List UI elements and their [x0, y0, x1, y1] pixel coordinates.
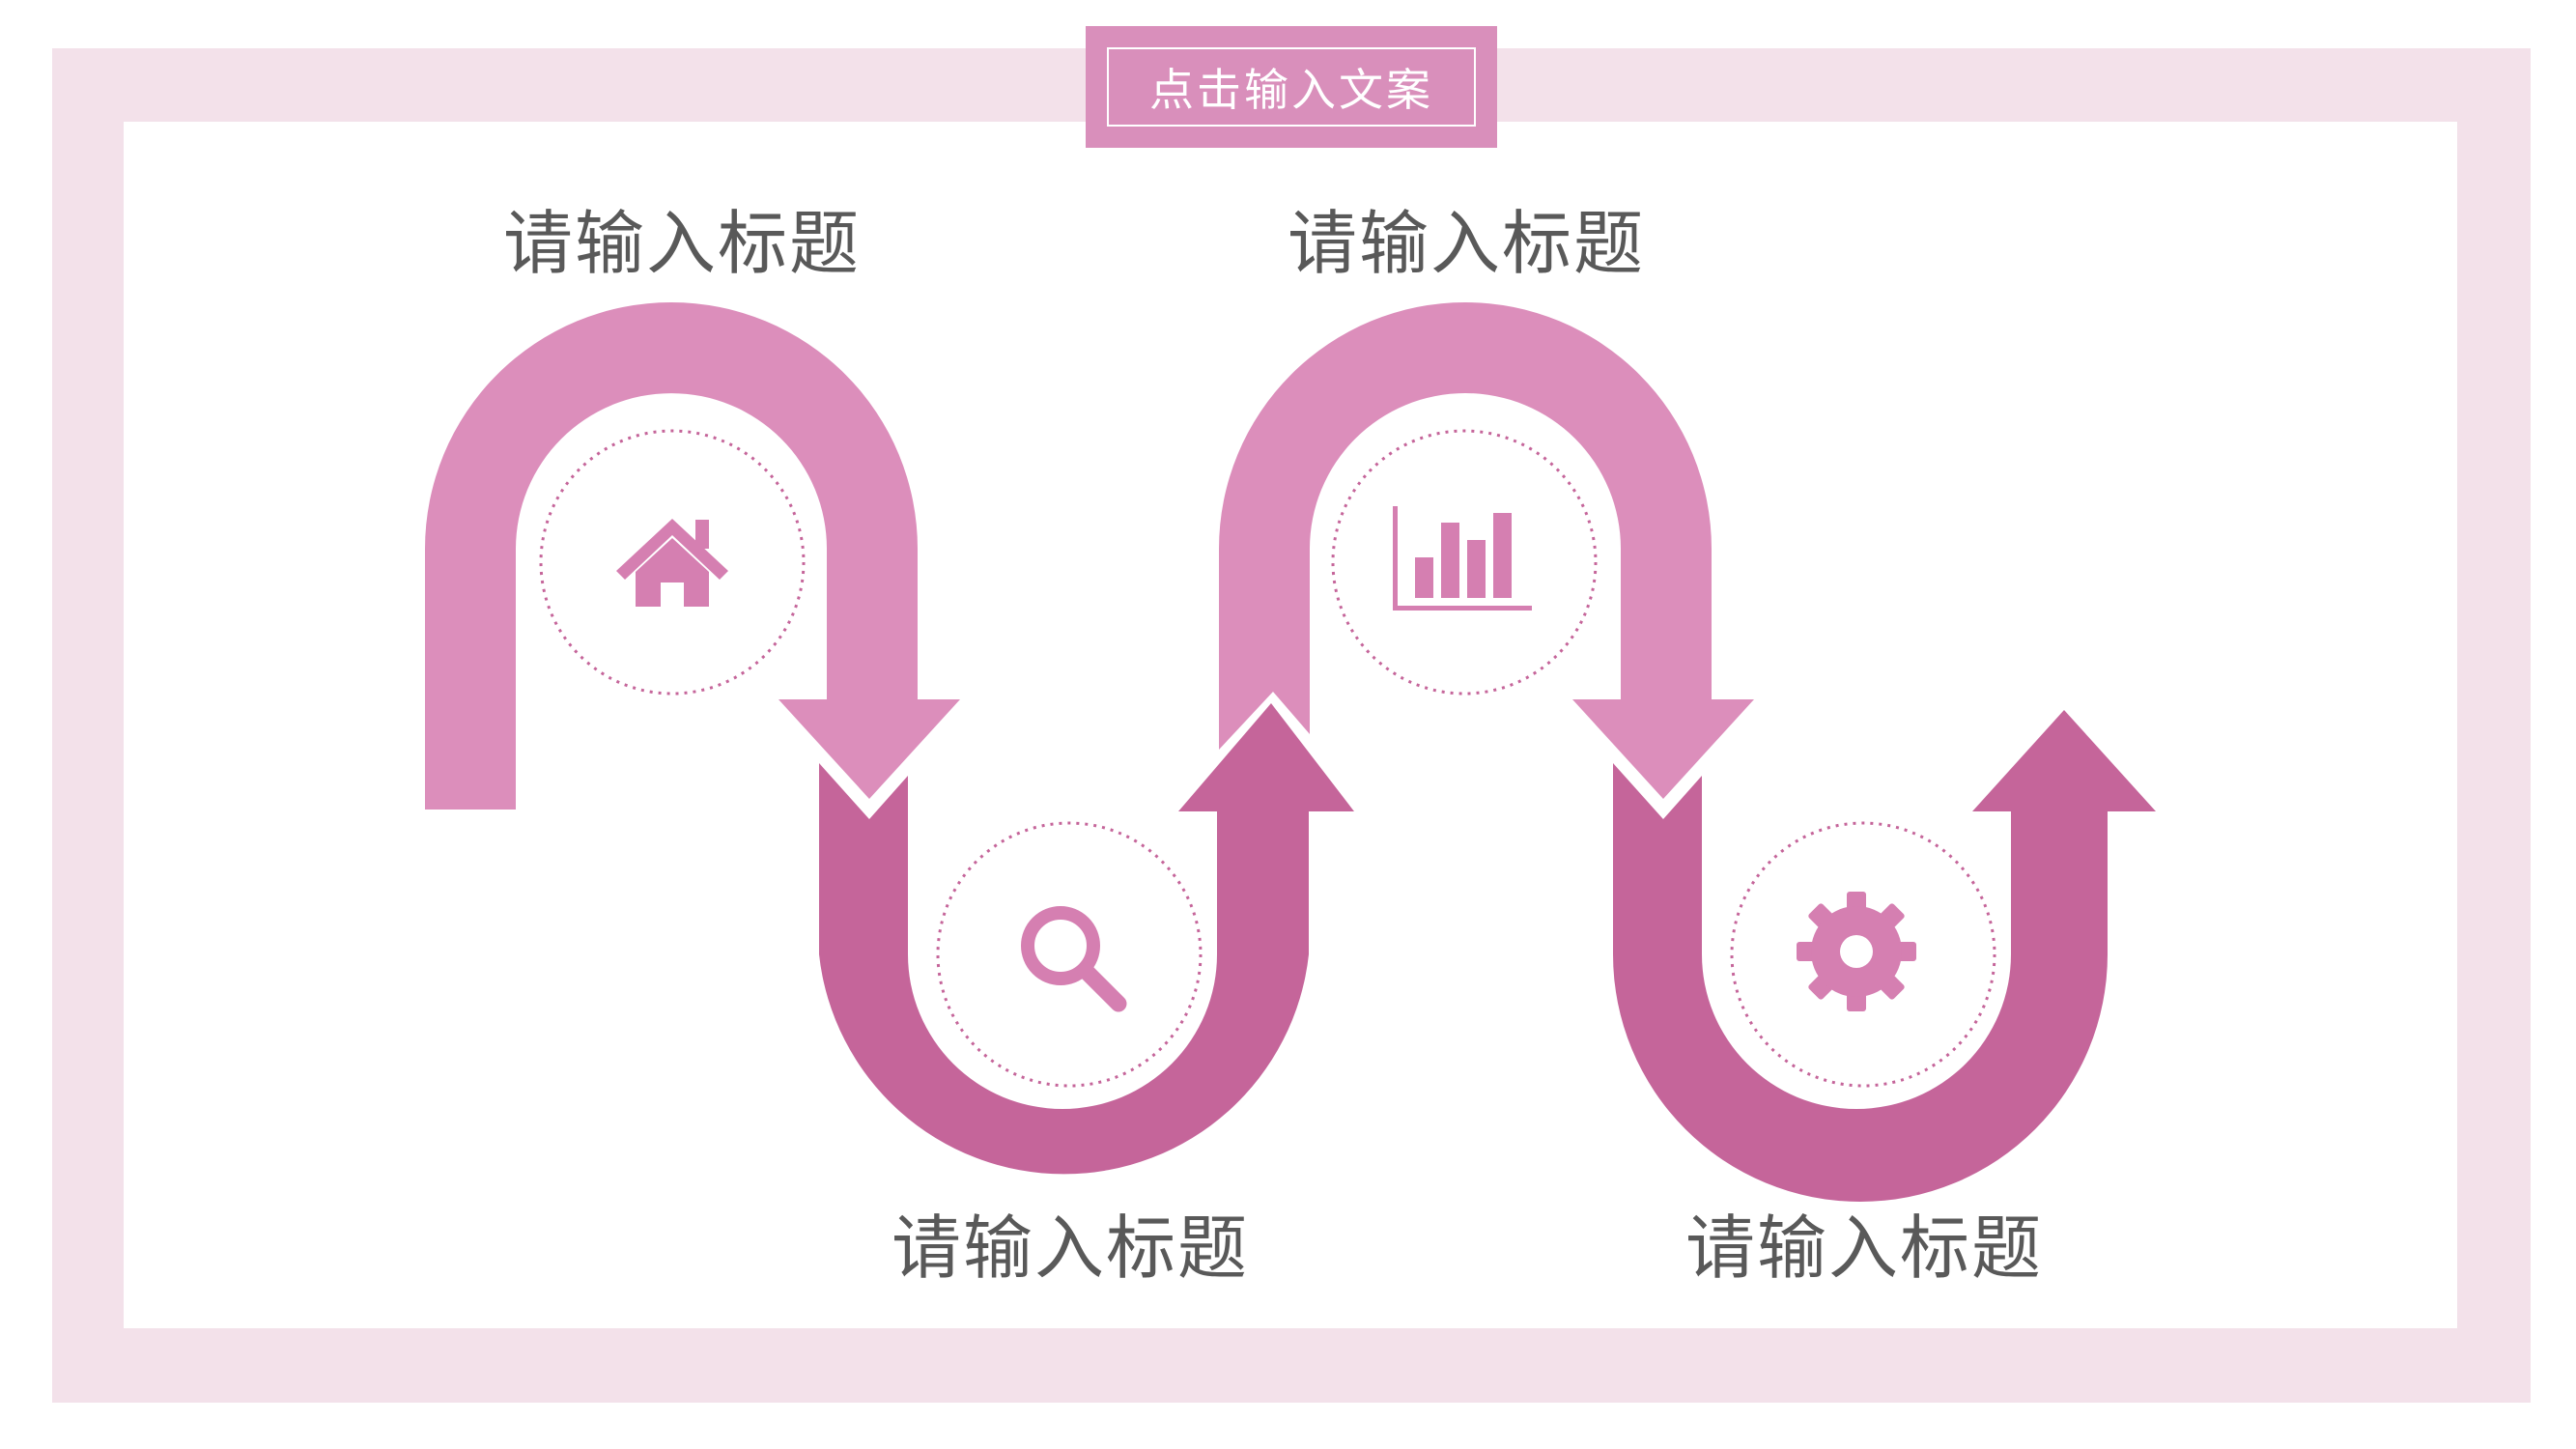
search-icon [1021, 906, 1127, 1012]
arrow-arc-4 [1613, 710, 2156, 1202]
header-badge-text: 点击输入文案 [1107, 47, 1476, 127]
arrow-arc-2 [819, 703, 1354, 1175]
home-icon [616, 519, 728, 607]
arrow-arc-3 [1219, 302, 1754, 799]
step-2-title[interactable]: 请输入标题 [891, 1208, 1249, 1289]
dotted-ring-2 [936, 821, 1203, 1088]
dotted-ring-4 [1730, 821, 1996, 1088]
header-badge[interactable]: 点击输入文案 [1086, 26, 1497, 148]
gear-icon [1797, 892, 1916, 1011]
bar-chart-icon [1393, 506, 1532, 611]
arrow-arc-1 [425, 302, 960, 810]
step-1-title[interactable]: 请输入标题 [502, 203, 861, 284]
dotted-ring-1 [539, 429, 806, 696]
dotted-ring-3 [1331, 429, 1598, 696]
step-4-title[interactable]: 请输入标题 [1684, 1208, 2043, 1289]
step-3-title[interactable]: 请输入标题 [1287, 203, 1645, 284]
